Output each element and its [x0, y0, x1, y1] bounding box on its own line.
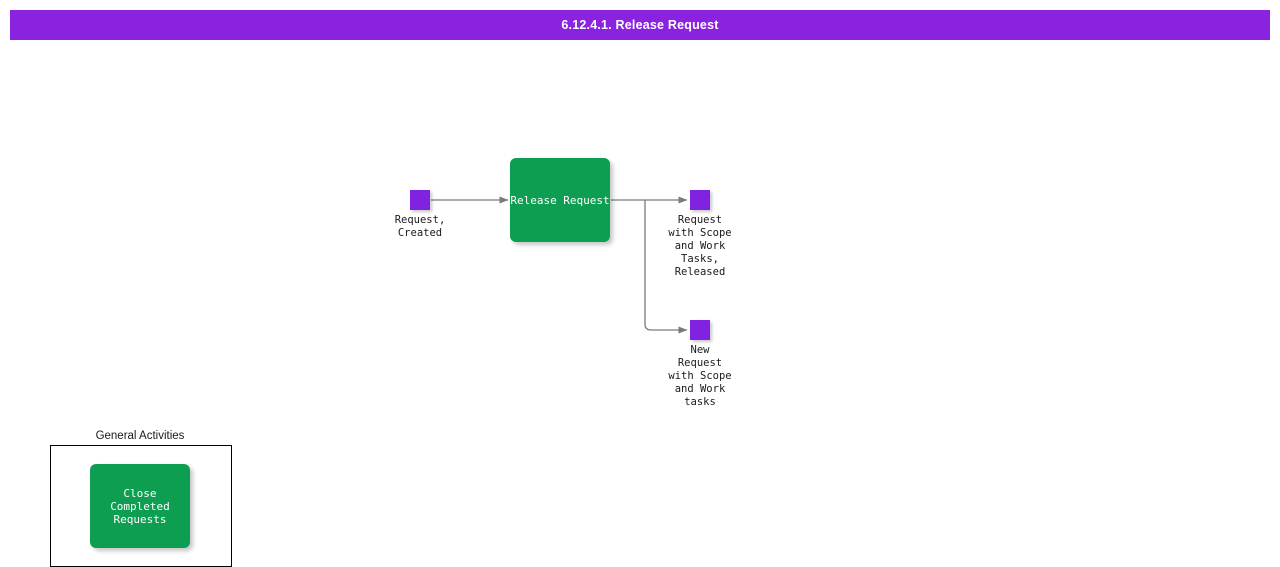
workflow-diagram: Request, Created Release Request Request…	[0, 40, 1280, 567]
general-activities-frame: Close Completed Requests	[50, 445, 232, 567]
state-square-icon	[410, 190, 430, 210]
activity-label-release-request: Release Request	[510, 193, 610, 207]
state-label-request-with-scope-released: Request with Scope and Work Tasks, Relea…	[668, 214, 732, 278]
state-node-new-request-with-scope[interactable]: New Request with Scope and Work tasks	[650, 320, 750, 409]
general-activities-title: General Activities	[95, 430, 185, 442]
state-node-request-with-scope-released[interactable]: Request with Scope and Work Tasks, Relea…	[650, 190, 750, 279]
activity-node-close-completed-requests[interactable]: Close Completed Requests	[90, 464, 190, 548]
state-square-icon	[690, 190, 710, 210]
state-square-icon	[690, 320, 710, 340]
page-title-bar: 6.12.4.1. Release Request	[10, 10, 1270, 40]
page-title: 6.12.4.1. Release Request	[561, 18, 719, 32]
state-node-request-created[interactable]: Request, Created	[370, 190, 470, 240]
activity-node-release-request[interactable]: Release Request	[510, 158, 610, 242]
state-label-request-created: Request, Created	[394, 214, 446, 239]
state-label-new-request-with-scope: New Request with Scope and Work tasks	[668, 344, 732, 408]
general-activities-group: General Activities Close Completed Reque…	[50, 430, 232, 567]
activity-label-close-completed-requests: Close Completed Requests	[110, 486, 170, 526]
